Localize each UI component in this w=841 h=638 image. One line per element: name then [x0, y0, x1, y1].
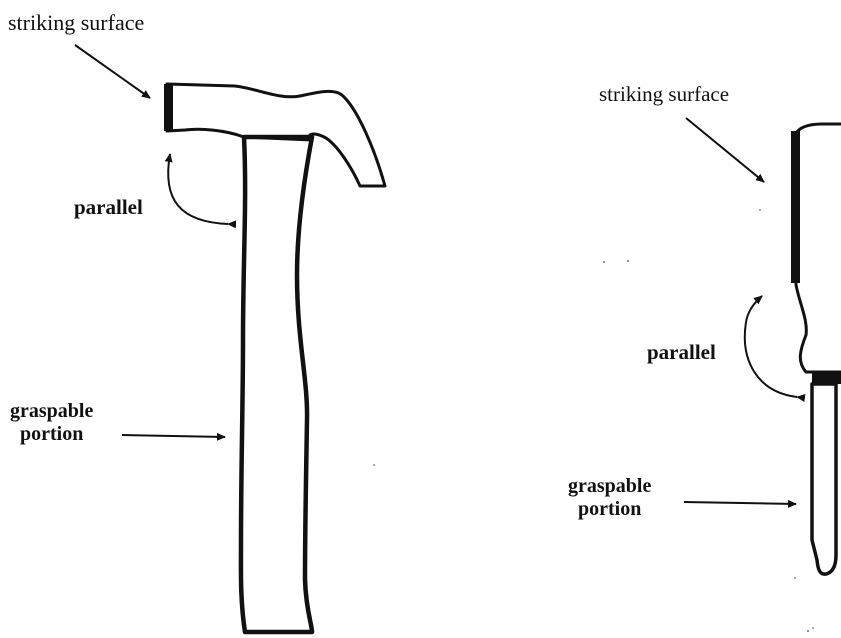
portion-text-right: portion [568, 498, 651, 521]
graspable-text-right: graspable [568, 475, 651, 498]
hammer-striking-face [164, 84, 173, 131]
screwdriver-shaft [812, 384, 836, 574]
scan-specks [373, 209, 814, 632]
arrow-parallel-right [745, 296, 797, 397]
parallel-label-left: parallel [74, 195, 143, 219]
screwdriver-striking-face [791, 131, 800, 283]
screwdriver-drawing [791, 124, 841, 574]
arrow-graspable-right [684, 502, 796, 504]
graspable-portion-label-right: graspable portion [568, 475, 651, 521]
striking-surface-label-left: striking surface [8, 10, 144, 35]
graspable-text-left: graspable [10, 400, 93, 423]
graspable-portion-label-left: graspable portion [10, 400, 93, 446]
portion-text-left: portion [10, 423, 93, 446]
screwdriver-handle [796, 124, 841, 372]
arrow-graspable-left [122, 435, 225, 437]
parallel-label-right: parallel [647, 340, 716, 364]
hammer-handle [241, 137, 312, 632]
screwdriver-ferrule [812, 372, 841, 384]
arrow-striking-surface-left [75, 45, 150, 98]
striking-surface-label-right: striking surface [599, 82, 729, 106]
arrow-parallel-left [168, 154, 228, 224]
arrow-striking-surface-right [686, 118, 764, 182]
hammer-drawing [164, 84, 385, 632]
